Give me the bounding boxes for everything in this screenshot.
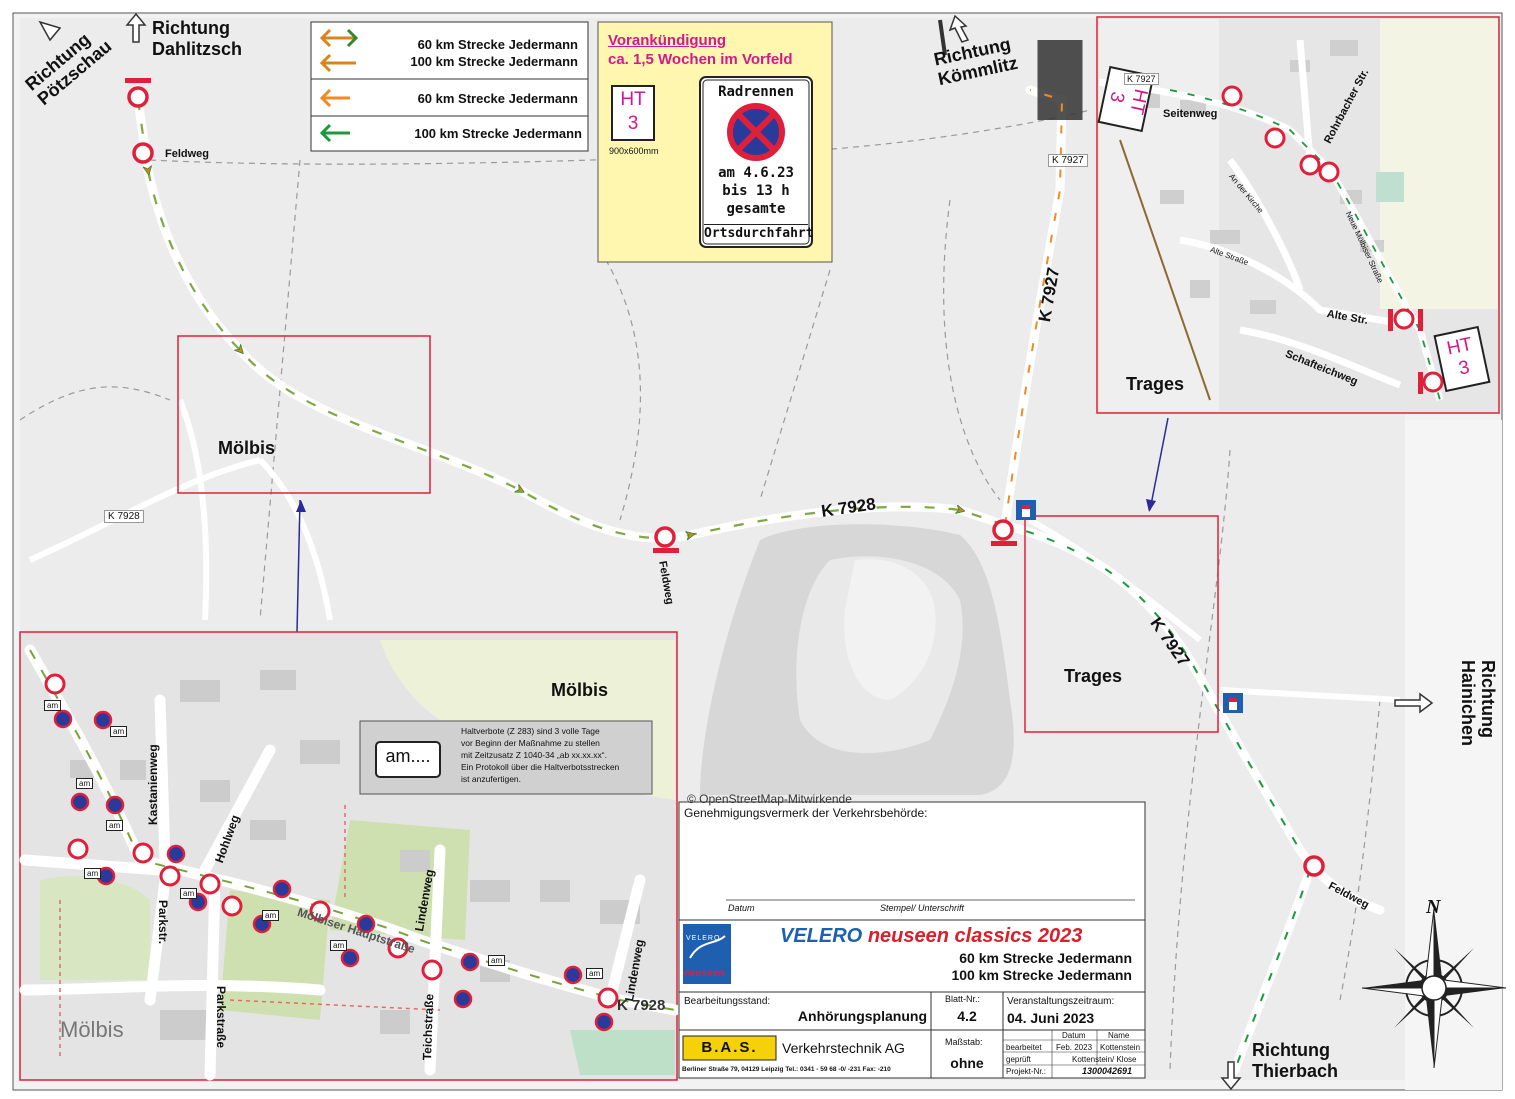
label-moelbis: Mölbis	[218, 438, 275, 458]
project-number: 1300042691	[1082, 1066, 1133, 1076]
legend-row-100: 100 km Strecke Jedermann	[414, 126, 582, 141]
table-cell: Kottenstein	[1100, 1043, 1141, 1052]
sign-bottom: Ortsdurchfahrt	[704, 224, 814, 241]
notice-subtitle: ca. 1,5 Wochen im Vorfeld	[608, 51, 793, 68]
ht-sign-small: HT 3	[612, 88, 654, 136]
table-cell: Feb. 2023	[1056, 1043, 1093, 1052]
am-plate: am	[488, 955, 506, 966]
event-title-brand: VELERO	[780, 925, 863, 947]
status-label: Bearbeitungsstand:	[684, 996, 771, 1007]
am-plate: am	[44, 700, 62, 711]
velero-logo: VELERO	[686, 935, 721, 942]
company-address: Berliner Straße 79, 04129 Leipzig Tel.: …	[682, 1066, 891, 1073]
company-name: Verkehrstechnik AG	[782, 1040, 905, 1056]
direction-label: Richtung	[1478, 660, 1498, 738]
legend-row-60: 60 km Strecke Jedermann	[417, 91, 578, 106]
sign-title: Radrennen	[718, 84, 794, 100]
notice-title: Vorankündigung	[608, 32, 727, 49]
inset-trages-k7927: K 7927	[1124, 73, 1159, 85]
ht-sign-trages-east: HT 3	[1436, 332, 1488, 384]
direction-label: Richtung	[152, 18, 230, 38]
am-plate: am	[76, 778, 94, 789]
label-trages: Trages	[1064, 666, 1123, 686]
scale-label: Maßstab:	[945, 1037, 983, 1047]
compass-rose-icon	[1361, 907, 1507, 1069]
direction-hainichen: Richtung Hainichen	[1458, 660, 1498, 746]
note-line: mit Zeitzusatz Z 1040-34 „ab xx.xx.xx“.	[461, 750, 607, 760]
table-cell: bearbeitet	[1006, 1043, 1042, 1052]
ht-sign-line: 3	[627, 113, 639, 134]
haltverbot-note: Haltverbote (Z 283) sind 3 volle Tage vo…	[461, 725, 619, 785]
am-plate: am	[84, 868, 102, 879]
street-kastanienweg: Kastanienweg	[146, 744, 160, 825]
neuseen-logo: neuseen	[684, 968, 725, 979]
event-line: 60 km Strecke Jedermann	[959, 950, 1132, 966]
am-plate: am	[110, 726, 128, 737]
period-value: 04. Juni 2023	[1007, 1010, 1095, 1026]
approval-label: Genehmigungsvermerk der Verkehrsbehörde:	[684, 806, 928, 820]
scale-value: ohne	[950, 1055, 984, 1071]
direction-dahlitzsch: Richtung Dahlitzsch	[152, 18, 242, 60]
stamp-label: Stempel/ Unterschrift	[880, 903, 965, 913]
direction-place: Thierbach	[1252, 1061, 1339, 1081]
sheet-value: 4.2	[957, 1008, 977, 1024]
table-cell: Kottenstein/ Klose	[1072, 1055, 1137, 1064]
label-k7928-small: K 7928	[104, 510, 144, 523]
am-plate: am	[586, 968, 604, 979]
street-teichstrasse: Teichstraße	[420, 993, 437, 1061]
note-line: Ein Protokoll über die Haltverbotsstreck…	[461, 762, 620, 772]
am-plate: am	[106, 820, 124, 831]
am-plate: am	[180, 888, 198, 899]
note-line: ist anzufertigen.	[461, 774, 522, 784]
direction-thierbach: Richtung Thierbach	[1252, 1040, 1338, 1082]
street-parkstrasse: Parkstraße	[214, 986, 228, 1049]
ht-sign-line: HT	[620, 89, 646, 110]
label-k7927-small: K 7927	[1048, 154, 1088, 167]
event-lines: 60 km Strecke Jedermann 100 km Strecke J…	[860, 950, 1132, 984]
street-parkstr: Parkstr.	[156, 900, 170, 945]
direction-label: Richtung	[1252, 1040, 1330, 1060]
legend-label: 100 km Strecke Jedermann	[410, 54, 578, 69]
inset-moelbis-town: Mölbis	[60, 1017, 124, 1042]
am-plate: am	[262, 910, 280, 921]
inset-trages-title: Trages	[1126, 374, 1185, 394]
compass-north: N	[1426, 896, 1441, 918]
table-cell: geprüft	[1006, 1055, 1031, 1064]
period-label: Veranstaltungszeitraum:	[1007, 996, 1115, 1007]
sign-line: am 4.6.23	[718, 165, 794, 181]
sign-line: gesamte	[726, 201, 786, 217]
table-head-name: Name	[1108, 1031, 1130, 1040]
legend-label: 60 km Strecke Jedermann	[417, 37, 578, 52]
direction-place: Hainichen	[1458, 660, 1478, 747]
date-label: Datum	[728, 903, 755, 913]
event-title-name: neuseen classics 2023	[867, 925, 1083, 947]
am-sign: am....	[385, 746, 431, 766]
legend-row-both: 60 km Strecke Jedermann 100 km Strecke J…	[360, 36, 578, 70]
osm-attribution: © OpenStreetMap-Mitwirkende	[687, 792, 852, 806]
bas-logo: B.A.S.	[701, 1039, 758, 1056]
table-head-date: Datum	[1062, 1031, 1086, 1040]
event-title: VELERO neuseen classics 2023	[780, 925, 1082, 948]
sign-line: bis 13 h	[722, 183, 790, 199]
note-line: vor Beginn der Maßnahme zu stellen	[461, 738, 600, 748]
status-value: Anhörungsplanung	[797, 1008, 927, 1024]
table-cell: Projekt-Nr.:	[1006, 1067, 1047, 1076]
ht-sign-trages-west: HT 3	[1099, 73, 1153, 126]
note-line: Haltverbote (Z 283) sind 3 volle Tage	[461, 726, 600, 736]
inset-moelbis-title: Mölbis	[551, 680, 608, 700]
inset-k7928: K 7928	[617, 997, 666, 1014]
direction-place: Dahlitzsch	[152, 39, 243, 59]
label-feldweg-north: Feldweg	[165, 148, 210, 160]
sign-lines: am 4.6.23 bis 13 h gesamte	[700, 164, 812, 218]
event-line: 100 km Strecke Jedermann	[951, 967, 1132, 983]
ht-sign-size: 900x600mm	[609, 146, 659, 156]
sheet-label: Blatt-Nr.:	[945, 994, 981, 1004]
am-plate: am	[330, 940, 348, 951]
street-seitenweg: Seitenweg	[1163, 108, 1218, 120]
